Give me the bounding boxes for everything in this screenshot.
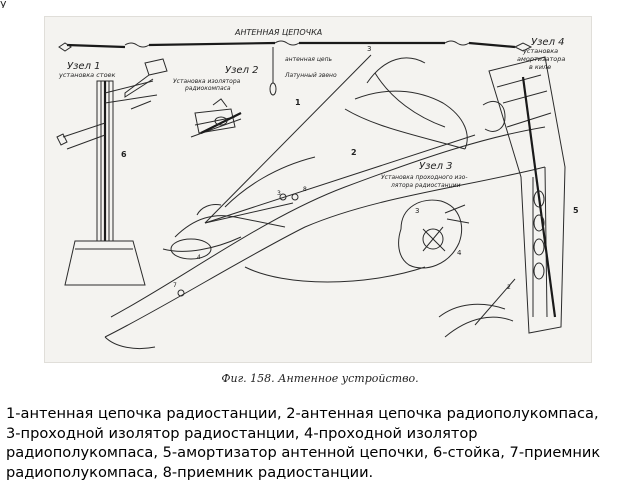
legend-line-1: 1-антенная цепочка радиостанции, 2-антен…: [6, 405, 599, 422]
node2-subtitle-1: Установка изолятора: [173, 78, 241, 85]
legend-line-4: радиополукомпаса, 8-приемник радиостанци…: [6, 463, 374, 481]
antenna-wires: 1 2 3: [204, 45, 476, 224]
legend-text: 1-антенная цепочка радиостанции, 2-антен…: [6, 404, 632, 482]
number-3-top: 3: [367, 45, 371, 53]
chain-title: АНТЕННАЯ ЦЕПОЧКА: [234, 28, 322, 37]
node4-title: Узел 4: [531, 37, 565, 48]
node2-title: Узел 2: [225, 65, 259, 76]
aircraft-outline: [104, 57, 546, 350]
node4-subtitle-1: установка: [522, 47, 558, 55]
number-6: 6: [121, 150, 127, 159]
number-7: 7: [173, 282, 177, 289]
number-4-node3: 4: [457, 249, 462, 257]
figure-illustration: АНТЕННАЯ ЦЕПОЧКА антенная цепь Латунный …: [44, 16, 592, 363]
antenna-diagram: АНТЕННАЯ ЦЕПОЧКА антенная цепь Латунный …: [56, 28, 579, 350]
legend-line-2: 3-проходной изолятор радиостанции, 4-про…: [6, 424, 478, 442]
number-8: 8: [303, 186, 307, 193]
node4-tail-fin: Узел 4 установка амортизатора в киле 5: [488, 37, 579, 334]
figure-caption: Фиг. 158. Антенное устройство.: [221, 372, 419, 385]
antenna-chain-top: АНТЕННАЯ ЦЕПОЧКА антенная цепь Латунный …: [58, 28, 533, 96]
node3-feedthrough: Узел 3 Установка проходного изо- лятора …: [173, 161, 470, 297]
node3-subtitle-2: лятора радиостанции: [390, 182, 461, 189]
node1-subtitle: установка стоек: [58, 71, 116, 79]
number-3: 3: [415, 207, 419, 215]
chain-sub-label: антенная цепь: [285, 56, 333, 63]
node4-subtitle-3: в киле: [529, 63, 551, 71]
node1-mast: Узел 1 установка стоек 6: [56, 58, 168, 286]
number-5: 5: [573, 206, 579, 215]
node1-title: Узел 1: [67, 61, 101, 72]
node3-subtitle-1: Установка проходного изо-: [381, 174, 468, 181]
legend-line-3: радиополукомпаса, 5-амортизатор антенной…: [6, 444, 601, 461]
node2-isolator: Узел 2 Установка изолятора радиокомпаса: [173, 65, 259, 138]
node4-subtitle-2: амортизатора: [517, 55, 565, 63]
previous-text-fragment: у: [0, 0, 7, 8]
brass-link-label: Латунный звено: [284, 72, 337, 79]
number-1: 1: [295, 98, 301, 107]
number-3-small: 3: [277, 190, 281, 197]
node3-title: Узел 3: [419, 161, 453, 172]
number-2-detail: 2: [507, 284, 511, 291]
number-4: 4: [197, 254, 201, 261]
power-lead-detail: 2: [438, 278, 516, 338]
node2-subtitle-2: радиокомпаса: [184, 85, 231, 92]
number-2: 2: [351, 148, 357, 157]
